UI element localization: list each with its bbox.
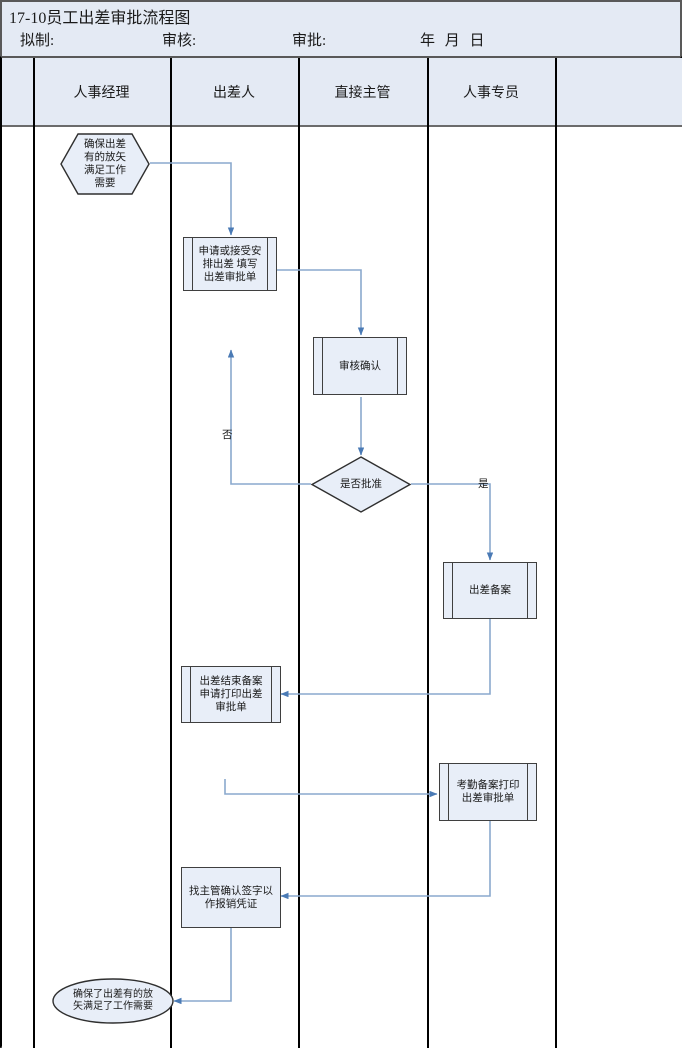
side-bar-left xyxy=(322,338,323,394)
ellipse-shape xyxy=(52,978,174,1024)
edge-n8-n9 xyxy=(173,928,232,1005)
side-bar-left xyxy=(448,764,449,820)
node-label: 确保了出差有的放 矢满足了工作需要 xyxy=(73,989,153,1012)
lane-divider-5 xyxy=(555,58,557,1048)
node-label: 确保出差 有的放矢 满足工作 需要 xyxy=(84,139,126,189)
edge-n5-n6 xyxy=(280,619,491,698)
edge-n1-n2 xyxy=(150,162,235,236)
node-apply-or-accept-trip-assignment[interactable]: 申请或接受安 排出差 填写 出差审批单 xyxy=(183,237,277,291)
field-date: 年 月 日 xyxy=(420,33,488,49)
side-bar-right xyxy=(397,338,398,394)
side-bar-left xyxy=(452,563,453,618)
node-label: 出差结束备案 申请打印出差 审批单 xyxy=(199,676,263,713)
edge-n2-n3 xyxy=(277,269,365,336)
node-label: 找主管确认签字以 作报销凭证 xyxy=(189,885,273,910)
lane-header-direct-supervisor: 直接主管 xyxy=(298,58,427,127)
node-label: 申请或接受安 排出差 填写 出差审批单 xyxy=(198,245,262,283)
lane-header-blank-left xyxy=(2,58,33,127)
node-label: 考勤备案打印 出差审批单 xyxy=(456,780,520,804)
edge-n6-n7 xyxy=(224,779,438,798)
node-decision-approve-or-not[interactable]: 是否批准 xyxy=(310,456,412,513)
node-terminator-trip-purposeful-achieved[interactable]: 确保了出差有的放 矢满足了工作需要 xyxy=(52,978,174,1024)
swimlane-table: 人事经理 出差人 直接主管 人事专员 xyxy=(0,56,682,1048)
lane-divider-1 xyxy=(33,58,35,1048)
side-bar-right xyxy=(527,563,528,618)
node-get-supervisor-signature-for-reimbursement[interactable]: 找主管确认签字以 作报销凭证 xyxy=(181,867,281,928)
hexagon-shape xyxy=(60,133,150,195)
edge-label-no: 否 xyxy=(222,430,233,441)
page-title: 17-10员工出差审批流程图 xyxy=(9,10,191,27)
field-drafted-by: 拟制: xyxy=(20,33,55,49)
node-review-confirm[interactable]: 审核确认 xyxy=(313,337,407,395)
signature-fields-row: 拟制: 审核: 审批: 年 月 日 xyxy=(2,29,682,55)
node-label: 是否批准 xyxy=(340,479,382,490)
lane-divider-2 xyxy=(170,58,172,1048)
lane-header-blank-right xyxy=(555,58,682,127)
side-bar-right xyxy=(527,764,528,820)
lane-divider-4 xyxy=(427,58,429,1048)
lane-body-blank-left xyxy=(2,127,33,1048)
edge-n4-n2-no xyxy=(227,349,311,485)
field-approved-by: 审批: xyxy=(292,33,327,49)
flowchart-canvas: 确保出差 有的放矢 满足工作 需要 申请或接受安 排出差 填写 出差审批单 审核… xyxy=(0,56,682,1048)
node-label: 审核确认 xyxy=(339,360,381,372)
side-bar-right xyxy=(271,667,272,722)
node-trip-filing[interactable]: 出差备案 xyxy=(443,562,537,619)
lane-body-blank-right xyxy=(555,127,682,1048)
field-reviewed-by: 审核: xyxy=(162,33,197,49)
document-header: 17-10员工出差审批流程图 拟制: 审核: 审批: 年 月 日 xyxy=(0,0,682,56)
lane-header-hr-specialist: 人事专员 xyxy=(427,58,555,127)
edge-label-yes: 是 xyxy=(478,479,489,490)
edge-n7-n8 xyxy=(280,821,491,900)
edge-n4-n5-yes xyxy=(411,483,494,561)
diamond-shape xyxy=(310,456,412,513)
side-bar-right xyxy=(267,238,268,290)
node-hexagon-ensure-purposeful-trip[interactable]: 确保出差 有的放矢 满足工作 需要 xyxy=(60,133,150,195)
node-trip-end-filing-print-request[interactable]: 出差结束备案 申请打印出差 审批单 xyxy=(181,666,281,723)
node-attendance-filing-print-form[interactable]: 考勤备案打印 出差审批单 xyxy=(439,763,537,821)
side-bar-left xyxy=(192,238,193,290)
connector-layer xyxy=(150,162,494,1005)
lane-body-direct-supervisor xyxy=(298,127,427,1048)
lane-body-hr-manager xyxy=(33,127,170,1048)
node-label: 出差备案 xyxy=(469,585,511,596)
lane-header-traveler: 出差人 xyxy=(170,58,298,127)
side-bar-left xyxy=(190,667,191,722)
lane-header-hr-manager: 人事经理 xyxy=(33,58,170,127)
lane-divider-3 xyxy=(298,58,300,1048)
